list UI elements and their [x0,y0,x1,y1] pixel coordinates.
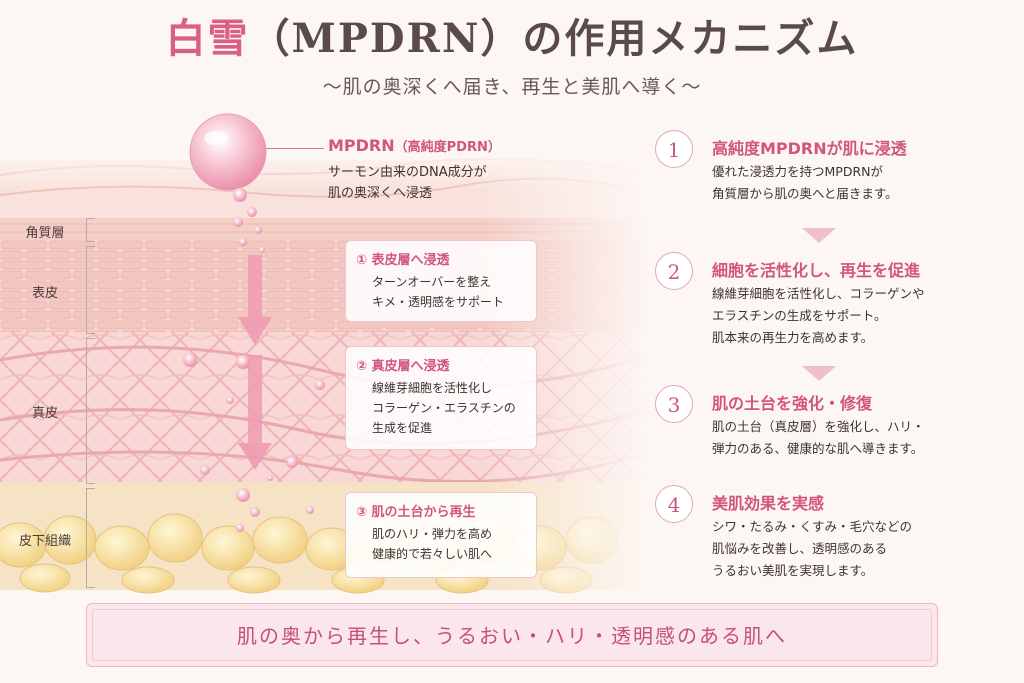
step-desc: 線維芽細胞を活性化し、コラーゲンやエラスチンの生成をサポート。肌本来の再生力を高… [712,283,925,349]
callout-line: 線維芽細胞を活性化し [372,381,493,395]
down-arrow-icon [802,366,836,381]
ingredient-name-text: MPDRN [328,136,395,155]
step-line: 肌本来の再生力を高めます。 [712,330,874,345]
step-4: 4 美肌効果を実感 シワ・たるみ・くすみ・毛穴などの肌悩みを改善し、透明感のある… [655,485,1000,595]
callout-line: キメ・透明感をサポート [372,295,505,309]
callout-line: コラーゲン・エラスチンの [372,401,516,415]
step-2: 2 細胞を活性化し、再生を促進 線維芽細胞を活性化し、コラーゲンやエラスチンの生… [655,252,1000,362]
step-desc: シワ・たるみ・くすみ・毛穴などの肌悩みを改善し、透明感のあるうるおい美肌を実現し… [712,516,912,582]
step-number: 1 [655,130,693,168]
step-desc: 肌の土台（真皮層）を強化し、ハリ・弾力のある、健康的な肌へ導きます。 [712,416,925,460]
callout-line: 肌のハリ・弾力を高め [372,527,493,541]
bracket-dermis [86,338,95,484]
step-line: 肌悩みを改善し、透明感のある [712,541,888,556]
step-number: 2 [655,252,693,290]
callout-dermis: ② 真皮層へ浸透 線維芽細胞を活性化し コラーゲン・エラスチンの 生成を促進 [345,346,537,450]
step-1: 1 高純度MPDRNが肌に浸透 優れた浸透力を持つMPDRNが角質層から肌の奥へ… [655,130,1000,220]
step-line: 角質層から肌の奥へと届きます。 [712,186,898,201]
layer-label-dermis: 真皮 [31,406,58,421]
step-line: 肌の土台（真皮層）を強化し、ハリ・ [712,419,925,434]
step-line: うるおい美肌を実現します。 [712,563,874,578]
step-line: 線維芽細胞を活性化し、コラーゲンや [712,286,925,301]
page-subtitle: 〜肌の奥深くへ届き、再生と美肌へ導く〜 [322,76,702,98]
callout-line: ターンオーバーを整え [372,275,492,289]
ingredient-note: （高純度PDRN） [394,140,501,155]
step-title: 美肌効果を実感 [712,494,825,513]
ingredient-connector [266,148,324,149]
callout-title: ② 真皮層へ浸透 [356,359,450,374]
bracket-subcutis [86,488,95,588]
callout-title: ① 表皮層へ浸透 [356,253,450,268]
step-3: 3 肌の土台を強化・修復 肌の土台（真皮層）を強化し、ハリ・弾力のある、健康的な… [655,385,1000,475]
step-title: 肌の土台を強化・修復 [712,394,873,413]
ingredient-desc: サーモン由来のDNA成分が肌の奥深くへ浸透 [328,162,487,204]
callout-epidermis: ① 表皮層へ浸透 ターンオーバーを整え キメ・透明感をサポート [345,240,537,322]
step-line: 弾力のある、健康的な肌へ導きます。 [712,441,924,456]
title-rest: （MPDRN）の作用メカニズム [249,15,859,62]
step-title: 細胞を活性化し、再生を促進 [712,261,921,280]
ingredient-desc-line: サーモン由来のDNA成分が [328,165,487,180]
layer-label-subcutis: 皮下組織 [18,534,71,549]
step-line: シワ・たるみ・くすみ・毛穴などの [712,519,913,534]
ingredient-name: MPDRN（高純度PDRN） [328,136,501,155]
ingredient-desc-line: 肌の奥深くへ浸透 [328,186,433,201]
summary-banner: 肌の奥から再生し、うるおい・ハリ・透明感のある肌へ [86,603,938,667]
layer-label-stratum-corneum: 角質層 [25,226,65,241]
title-accent: 白雪 [165,15,250,62]
skin-cross-section [0,113,650,600]
step-number: 4 [655,485,693,523]
bracket-epidermis [86,246,95,334]
bracket-stratum-corneum [86,218,95,242]
step-number: 3 [655,385,693,423]
step-line: エラスチンの生成をサポート。 [712,308,887,323]
page-title: 白雪（MPDRN）の作用メカニズム [0,6,1024,64]
down-arrow-icon [802,228,836,243]
callout-line: 健康的で若々しい肌へ [372,547,493,561]
callout-foundation: ③ 肌の土台から再生 肌のハリ・弾力を高め 健康的で若々しい肌へ [345,492,537,578]
step-desc: 優れた浸透力を持つMPDRNが角質層から肌の奥へと届きます。 [712,161,898,205]
summary-banner-text: 肌の奥から再生し、うるおい・ハリ・透明感のある肌へ [92,609,932,661]
step-line: 優れた浸透力を持つMPDRNが [712,164,883,179]
step-title: 高純度MPDRNが肌に浸透 [712,139,907,158]
layer-label-epidermis: 表皮 [31,286,58,301]
callout-title: ③ 肌の土台から再生 [356,505,476,520]
callout-line: 生成を促進 [372,421,433,435]
